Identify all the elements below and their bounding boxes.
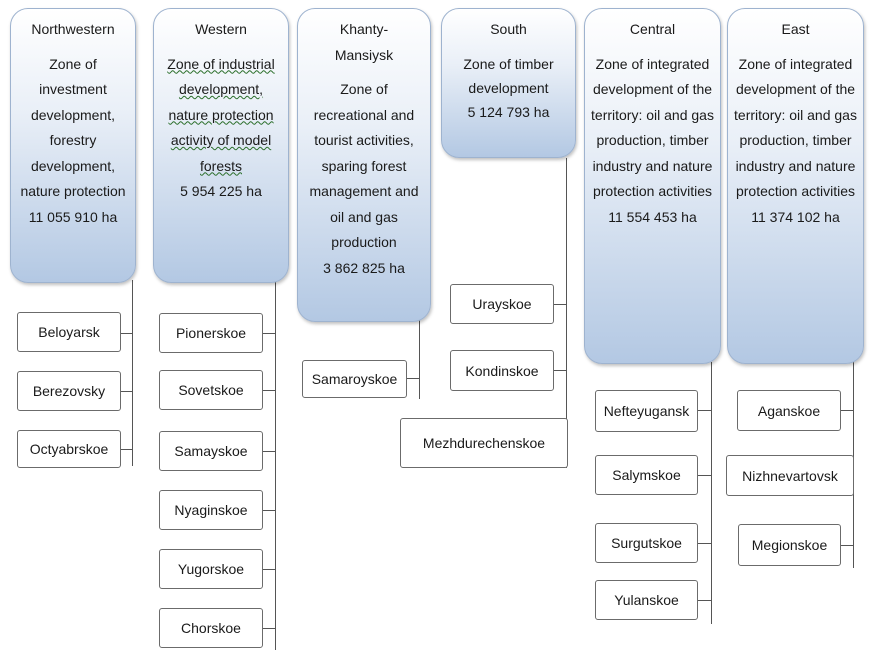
zone-name: East <box>781 21 810 37</box>
district-box: Samayskoe <box>159 431 263 471</box>
district-box: Beloyarsk <box>17 312 121 352</box>
district-box: Octyabrskoe <box>17 430 121 468</box>
zone-northwestern: Northwestern Zone of investment developm… <box>10 8 136 283</box>
zone-description: Zone of timber development <box>463 55 554 96</box>
zone-name: Western <box>195 21 247 37</box>
connector-south-2 <box>553 370 567 371</box>
district-box: Kondinskoe <box>450 350 554 391</box>
district-box: Yugorskoe <box>159 549 263 589</box>
connector-northwestern <box>132 280 133 466</box>
connector-central <box>711 362 712 624</box>
district-box: Yulanskoe <box>595 580 698 620</box>
district-box: Nefteyugansk <box>595 390 698 432</box>
connector-central-4 <box>697 600 712 601</box>
zone-central: Central Zone of integrated development o… <box>584 8 721 364</box>
zone-description: Zone of industrial development, nature p… <box>167 55 275 174</box>
zone-area: 11 554 453 ha <box>608 208 697 225</box>
district-box: Sovetskoe <box>159 370 263 410</box>
zone-name: Northwestern <box>31 21 115 37</box>
zone-name: Central <box>629 21 676 37</box>
zone-description: Zone of integrated development of the te… <box>734 55 857 200</box>
zone-western: Western Zone of industrial development, … <box>153 8 289 283</box>
connector-south-1 <box>553 304 567 305</box>
connector-central-3 <box>697 543 712 544</box>
connector-south <box>566 158 567 468</box>
zone-area: 5 124 793 ha <box>467 103 550 120</box>
district-box: Aganskoe <box>737 390 841 431</box>
zone-area: 11 055 910 ha <box>28 208 118 225</box>
connector-khanty <box>419 320 420 399</box>
district-box: Mezhdurechenskoe <box>400 418 568 468</box>
zone-description: Zone of recreational and tourist activit… <box>309 81 419 250</box>
district-box: Samaroyskoe <box>302 360 407 398</box>
zone-description: Zone of investment development, forestry… <box>20 55 126 200</box>
connector-central-2 <box>697 475 712 476</box>
connector-east-1 <box>840 410 854 411</box>
district-box: Nyaginskoe <box>159 490 263 530</box>
connector-western-6 <box>262 628 276 629</box>
district-box: Pionerskoe <box>159 313 263 353</box>
connector-western <box>275 282 276 650</box>
zone-area: 11 374 102 ha <box>751 208 840 225</box>
district-box: Berezovsky <box>17 371 121 411</box>
zone-area: 5 954 225 ha <box>180 183 262 199</box>
district-box: Surgutskoe <box>595 523 698 563</box>
connector-western-5 <box>262 569 276 570</box>
zone-south: South Zone of timber development 5 124 7… <box>441 8 576 158</box>
district-box: Salymskoe <box>595 455 698 495</box>
zone-area: 3 862 825 ha <box>323 259 405 276</box>
connector-western-2 <box>262 390 276 391</box>
district-box: Nizhnevartovsk <box>726 455 854 496</box>
connector-northwestern-2 <box>120 391 133 392</box>
district-box: Urayskoe <box>450 284 554 324</box>
zone-name: South <box>490 21 527 37</box>
zone-name: Khanty-Mansiysk <box>334 21 394 63</box>
connector-east-3 <box>840 545 854 546</box>
zone-khanty-mansiysk: Khanty-Mansiysk Zone of recreational and… <box>297 8 431 322</box>
connector-northwestern-3 <box>120 449 133 450</box>
connector-khanty-1 <box>406 378 420 379</box>
connector-western-1 <box>262 333 276 334</box>
connector-northwestern-1 <box>120 333 133 334</box>
connector-western-3 <box>262 451 276 452</box>
district-box: Megionskoe <box>738 524 841 566</box>
connector-central-1 <box>697 410 712 411</box>
zone-description: Zone of integrated development of the te… <box>591 55 714 200</box>
district-box: Chorskoe <box>159 608 263 648</box>
connector-western-4 <box>262 510 276 511</box>
zone-east: East Zone of integrated development of t… <box>727 8 864 364</box>
